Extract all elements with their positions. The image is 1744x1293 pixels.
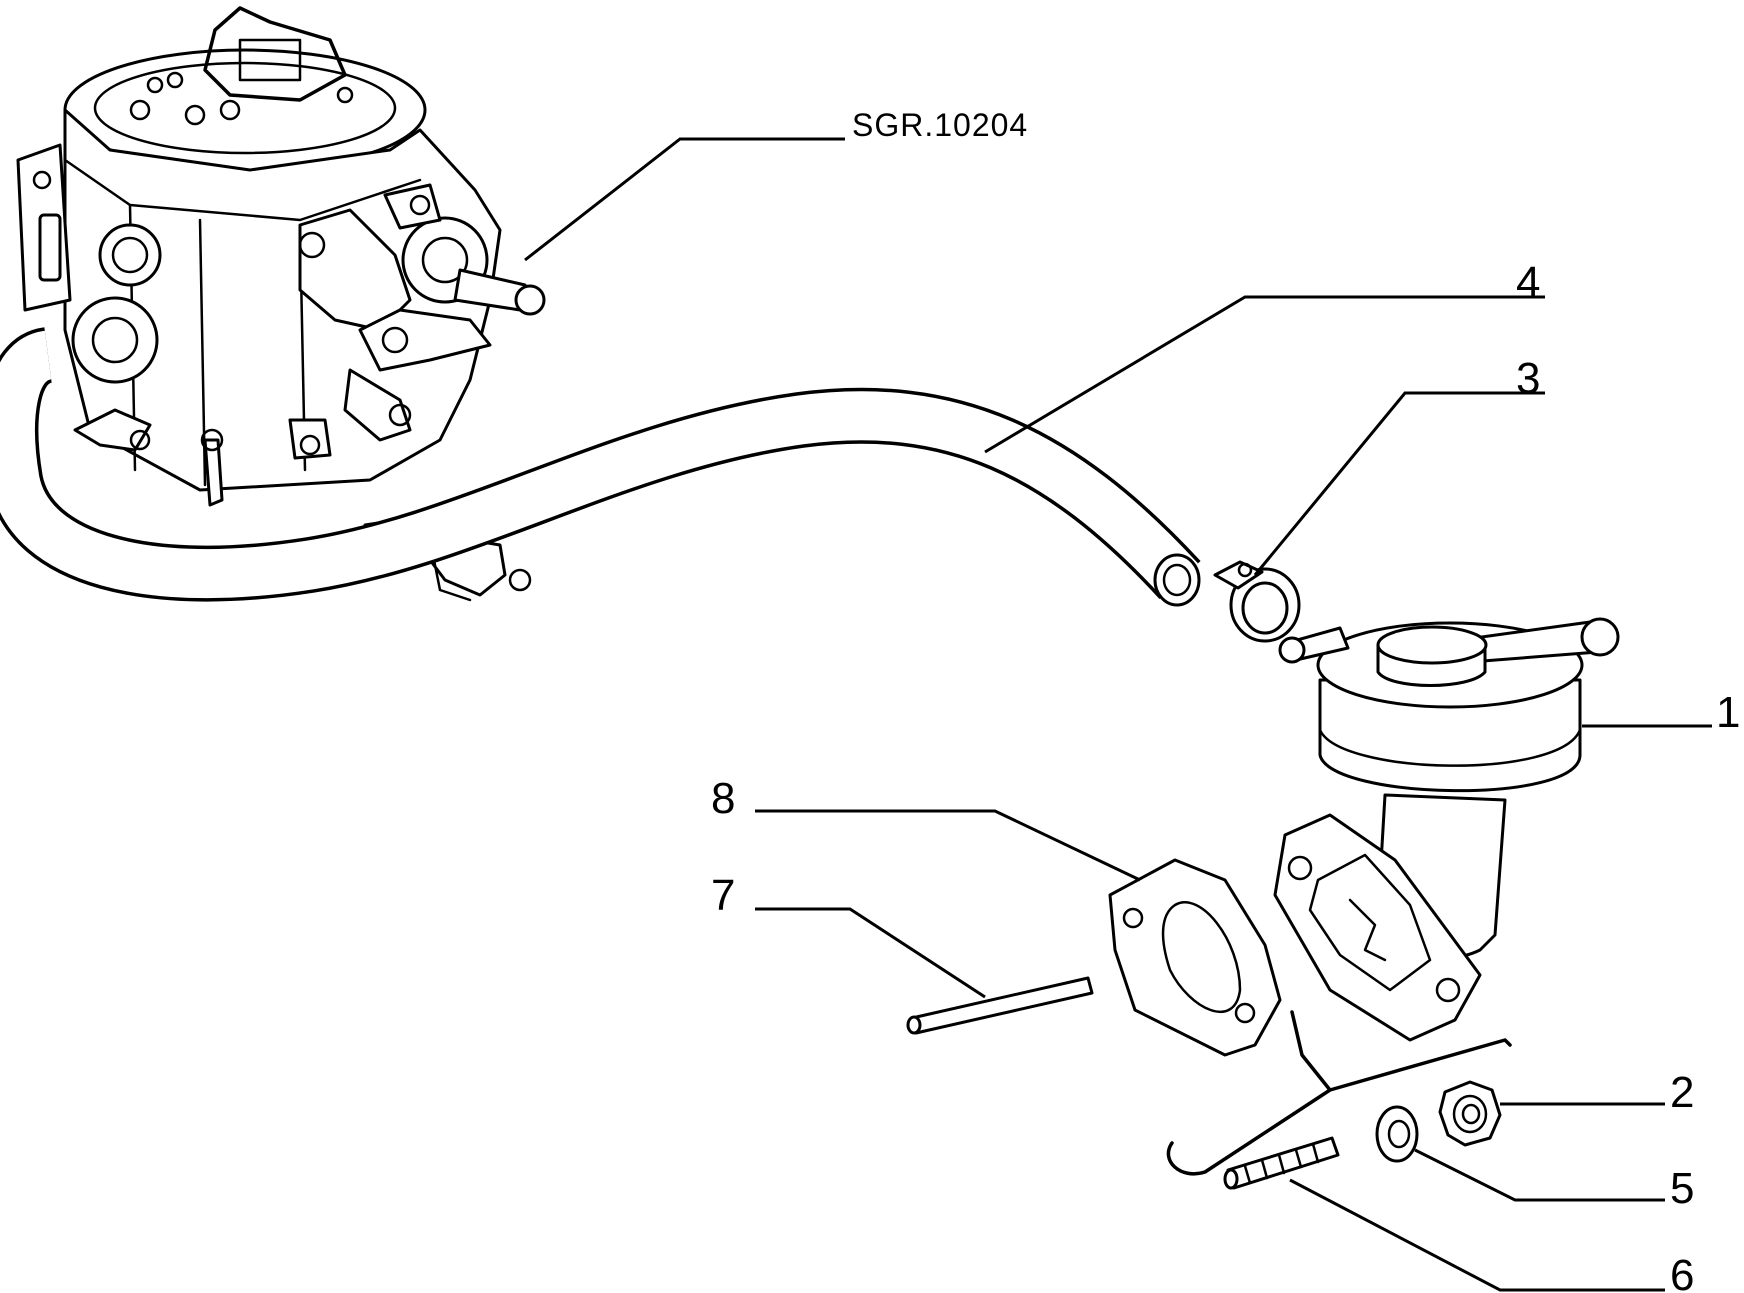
pin-drawing <box>906 976 1094 1035</box>
callout-1: 1 <box>1716 688 1740 737</box>
leader-sgr <box>524 137 845 262</box>
callout-5: 5 <box>1670 1164 1694 1213</box>
leader-4 <box>984 295 1545 454</box>
stud-drawing <box>1223 1136 1340 1190</box>
callout-2: 2 <box>1670 1068 1694 1117</box>
leader-7 <box>755 907 986 999</box>
fuel-pump-drawing <box>1273 617 1620 1042</box>
reference-code-label: SGR.10204 <box>852 107 1028 143</box>
hose-clamp-drawing <box>1213 560 1301 643</box>
engine-block-outline <box>1166 1010 1512 1176</box>
callout-4: 4 <box>1516 258 1540 307</box>
gasket-drawing <box>1108 858 1282 1057</box>
nut-drawing <box>1438 1080 1502 1147</box>
labels: SGR.10204 4 3 1 8 7 2 5 6 <box>711 107 1740 1293</box>
leader-lines <box>524 137 1712 1292</box>
leader-8 <box>755 809 1141 882</box>
leader-3 <box>1253 391 1545 576</box>
leader-5 <box>1414 1148 1665 1202</box>
callout-3: 3 <box>1516 354 1540 403</box>
callout-6: 6 <box>1670 1251 1694 1293</box>
washer-drawing <box>1375 1105 1419 1163</box>
carburetor-drawing <box>0 6 1201 607</box>
callout-7: 7 <box>711 871 735 920</box>
leader-6 <box>1289 1178 1665 1292</box>
callout-8: 8 <box>711 774 735 823</box>
